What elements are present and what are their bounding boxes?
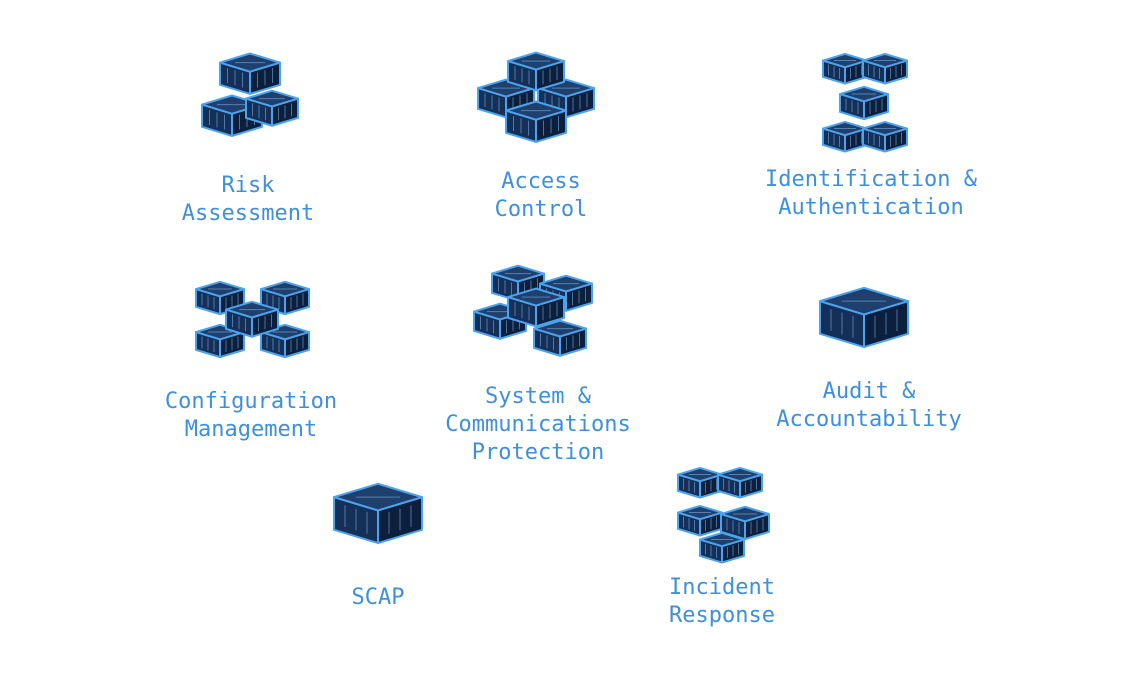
- tile-label: Audit & Accountability: [776, 379, 962, 432]
- tile-label: System & Communications Protection: [445, 384, 631, 465]
- tile-label: Access Control: [494, 169, 588, 222]
- tile-label: Incident Response: [669, 575, 775, 628]
- tile-label: Configuration Management: [164, 389, 338, 442]
- tile-label: Risk Assessment: [181, 173, 315, 226]
- tile-label: Identification & Authentication: [765, 167, 977, 220]
- tile-label: SCAP: [351, 585, 405, 610]
